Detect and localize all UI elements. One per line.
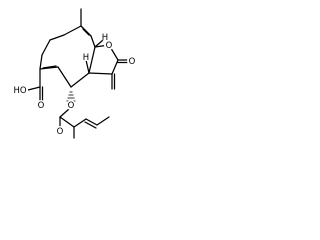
atom-label-acid-carbonyl-oxygen: O	[36, 100, 46, 111]
svg-text:H: H	[102, 33, 108, 43]
atom-label-ring-oxygen: O	[104, 40, 114, 51]
chemical-structure: O O H H HO O O O	[12, 8, 137, 139]
h-bond-lower	[85, 59, 90, 74]
atom-label-h-upper: H	[101, 33, 109, 43]
svg-text:H: H	[83, 53, 89, 63]
atom-label-ester-oxygen: O	[66, 100, 76, 111]
svg-text:O: O	[38, 101, 45, 111]
svg-text:O: O	[106, 41, 113, 51]
lactone-ring	[88, 44, 129, 90]
svg-text:O: O	[129, 57, 136, 67]
h-bond-upper	[94, 39, 104, 48]
atom-label-h-lower: H	[82, 53, 90, 63]
svg-text:HO: HO	[13, 86, 26, 96]
svg-text:O: O	[68, 101, 75, 111]
atom-label-lactone-carbonyl-oxygen: O	[127, 56, 137, 67]
carboxylic-acid-group	[27, 68, 44, 102]
ten-membered-ring	[39, 25, 96, 88]
ester-group	[59, 91, 110, 139]
atom-label-acid-hydroxyl: HO	[12, 84, 28, 96]
atom-label-ester-carbonyl-oxygen: O	[55, 126, 65, 137]
svg-text:O: O	[57, 127, 64, 137]
